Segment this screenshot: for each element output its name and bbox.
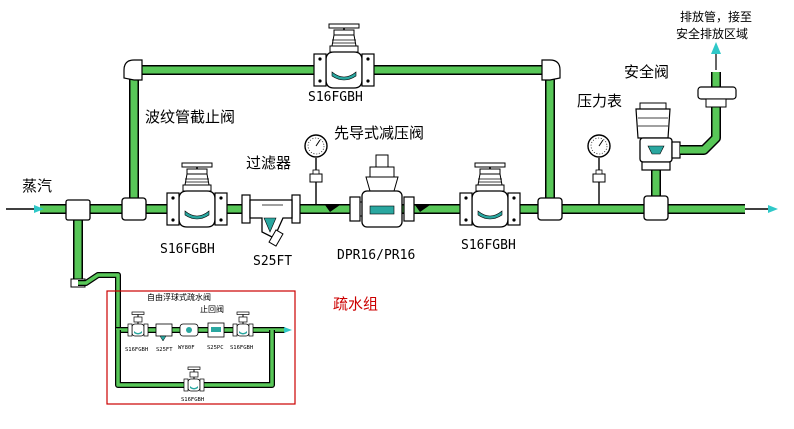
filter-label: 过滤器	[246, 154, 291, 172]
pilot-prv-label: 先导式减压阀	[334, 124, 424, 142]
drain-item-label: WY80F	[178, 345, 195, 351]
drain-connection	[70, 272, 121, 330]
prv-model: DPR16/PR16	[337, 248, 415, 263]
bypass-valve-model: S16FGBH	[308, 90, 363, 105]
safety-valve-label: 安全阀	[624, 63, 669, 81]
inlet-arrow-icon	[34, 205, 44, 213]
discharge-note-line1: 排放管，接至	[680, 9, 752, 24]
drain-group-label: 疏水组	[333, 295, 378, 313]
drain-outlet-arrow-icon	[284, 327, 292, 333]
inlet-globe-valve-icon	[166, 162, 228, 228]
check-valve-label: 止回阀	[200, 304, 224, 314]
drain-inlet-valve-icon	[127, 311, 149, 337]
strainer-model: S25FT	[253, 254, 292, 269]
outlet-globe-valve-icon	[459, 162, 521, 228]
steam-label: 蒸汽	[22, 177, 52, 195]
trap-type-label: 自由浮球式疏水阀	[147, 292, 211, 302]
bypass-globe-valve-icon	[313, 23, 375, 89]
bellows-valve-label: 波纹管截止阀	[145, 108, 235, 126]
drain-bypass-label: S16FGBH	[181, 397, 204, 403]
drain-item-label: S25PC	[207, 345, 224, 351]
pipe-fittings	[65, 59, 669, 221]
inlet-valve-model: S16FGBH	[160, 242, 215, 257]
outlet-valve-model: S16FGBH	[461, 238, 516, 253]
drain-bypass-valve-icon	[183, 366, 205, 392]
strainer-icon	[241, 194, 301, 247]
pressure-gauge-label: 压力表	[577, 92, 622, 110]
check-valve-icon	[207, 322, 225, 338]
drain-item-label: S16FGBH	[125, 347, 148, 353]
outlet-pressure-gauge-icon	[587, 134, 611, 205]
outlet-arrow-icon	[768, 205, 778, 213]
flow-arrows	[6, 205, 778, 213]
drain-group-frame	[106, 290, 296, 405]
drain-item-label: S16FGBH	[230, 345, 253, 351]
float-steam-trap-icon	[179, 323, 199, 337]
pressure-reducing-valve-icon	[349, 154, 415, 228]
inlet-pressure-gauge-icon	[304, 134, 328, 205]
discharge-arrow-icon	[711, 42, 721, 54]
drain-strainer-icon	[155, 323, 173, 342]
drain-outlet-valve-icon	[232, 311, 254, 337]
discharge-note-line2: 安全排放区域	[676, 26, 748, 41]
drain-item-label: S25FT	[156, 347, 173, 353]
safety-valve-icon	[635, 42, 737, 171]
